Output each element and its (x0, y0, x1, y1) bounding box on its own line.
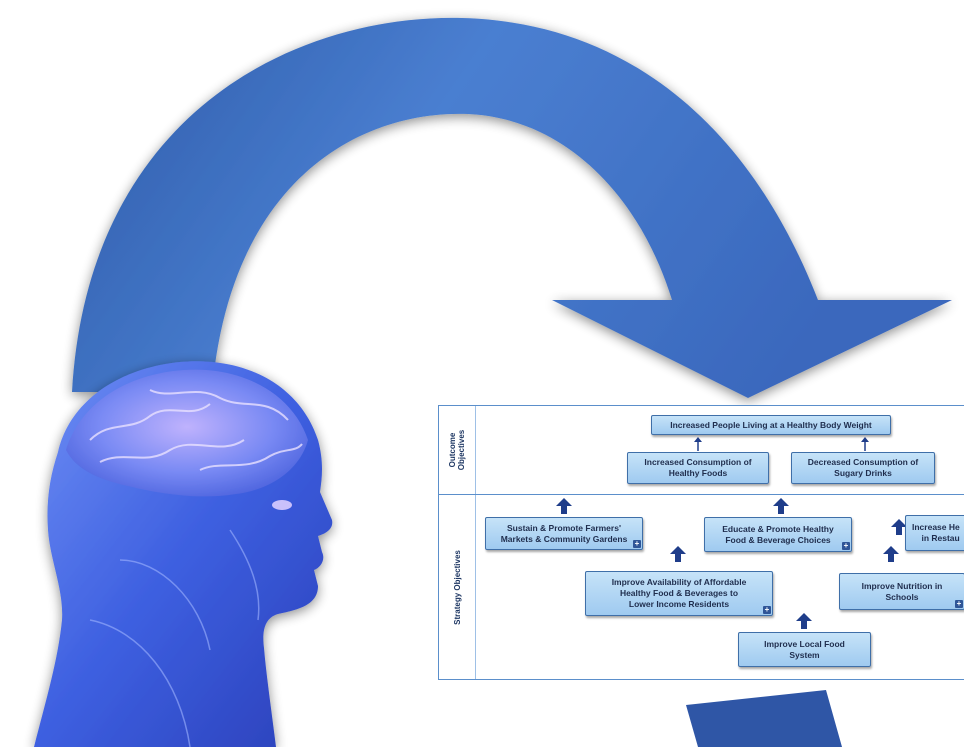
upward-arrow-icon (773, 498, 789, 514)
expand-icon[interactable]: + (633, 539, 641, 548)
node-educate-healthy-choices[interactable]: Educate & Promote Healthy Food & Beverag… (704, 517, 852, 552)
node-label: Increased Consumption of Healthy Foods (644, 457, 752, 478)
upward-arrow-icon (556, 498, 572, 514)
upward-arrow-icon (796, 613, 812, 629)
node-consumption-healthy-foods[interactable]: Increased Consumption of Healthy Foods (627, 452, 769, 484)
band-separator (439, 494, 964, 495)
node-label: Improve Local Food System (764, 638, 845, 660)
upward-arrow-icon (883, 546, 899, 562)
connector-arrow-icon (694, 437, 702, 451)
connector-arrow-icon (861, 437, 869, 451)
node-consumption-sugary-drinks[interactable]: Decreased Consumption of Sugary Drinks (791, 452, 935, 484)
expand-icon[interactable]: + (763, 605, 771, 614)
node-label: Educate & Promote Healthy Food & Beverag… (722, 523, 834, 545)
node-label: Sustain & Promote Farmers' Markets & Com… (500, 522, 628, 544)
upward-arrow-icon (670, 546, 686, 562)
node-label: Increased People Living at a Healthy Bod… (670, 419, 872, 430)
node-label: Improve Nutrition in Schools (861, 580, 943, 602)
node-nutrition-schools[interactable]: Improve Nutrition in Schools + (839, 573, 964, 610)
node-label: Improve Availability of Affordable Healt… (611, 577, 747, 609)
node-local-food-system[interactable]: Improve Local Food System (738, 632, 871, 667)
blue-wedge-arrow-icon (686, 690, 842, 747)
node-label: Increase He in Restau (912, 522, 960, 543)
expand-icon[interactable]: + (955, 599, 963, 608)
curved-cycle-arrow-icon (72, 17, 952, 398)
node-label: Decreased Consumption of Sugary Drinks (807, 457, 919, 478)
node-farmers-markets[interactable]: Sustain & Promote Farmers' Markets & Com… (485, 517, 643, 550)
node-improve-availability[interactable]: Improve Availability of Affordable Healt… (585, 571, 773, 616)
strategy-band-label: Strategy Objectives (452, 550, 462, 625)
outcome-band-label: Outcome Objectives (448, 429, 466, 471)
upward-arrow-icon (891, 519, 907, 535)
expand-icon[interactable]: + (842, 541, 850, 550)
band-label-divider (475, 406, 476, 679)
node-restaurants[interactable]: Increase He in Restau (905, 515, 964, 551)
objectives-diagram-panel: Outcome Objectives Strategy Objectives I… (438, 405, 964, 680)
node-healthy-body-weight[interactable]: Increased People Living at a Healthy Bod… (651, 415, 891, 435)
human-head-brain-icon (34, 361, 333, 747)
